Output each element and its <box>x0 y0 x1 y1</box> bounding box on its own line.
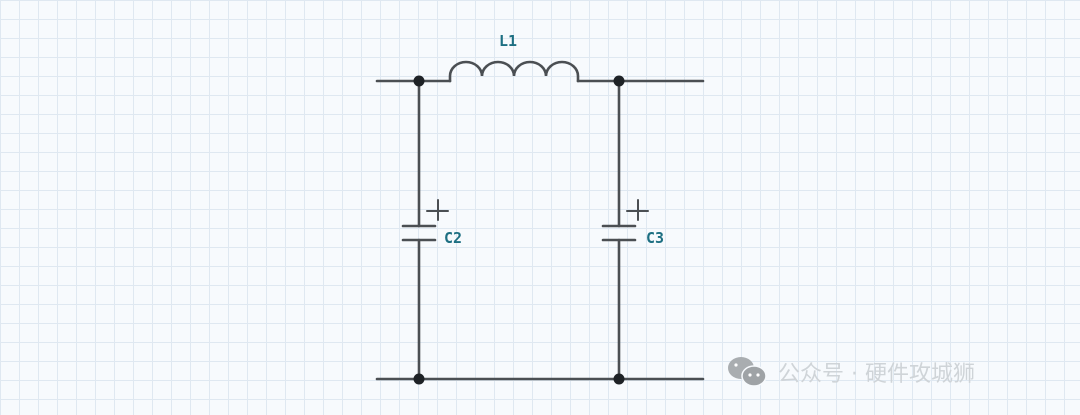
label-C3: C3 <box>646 229 664 247</box>
node-bottom-left <box>413 373 425 385</box>
wechat-icon <box>728 357 767 387</box>
cap-C2-plates <box>401 224 437 242</box>
node-top-right <box>613 75 625 87</box>
inductor-L1 <box>448 60 580 83</box>
watermark-text: 公众号 · 硬件攻城狮 <box>778 362 975 387</box>
watermark: 公众号 · 硬件攻城狮 <box>726 355 975 389</box>
node-top-left <box>413 75 425 87</box>
label-L1: L1 <box>499 32 517 50</box>
label-C2: C2 <box>444 229 462 247</box>
plus-C3 <box>626 199 649 221</box>
plus-C2 <box>426 199 449 221</box>
cap-C3-plates <box>601 224 637 242</box>
node-bottom-right <box>613 373 625 385</box>
